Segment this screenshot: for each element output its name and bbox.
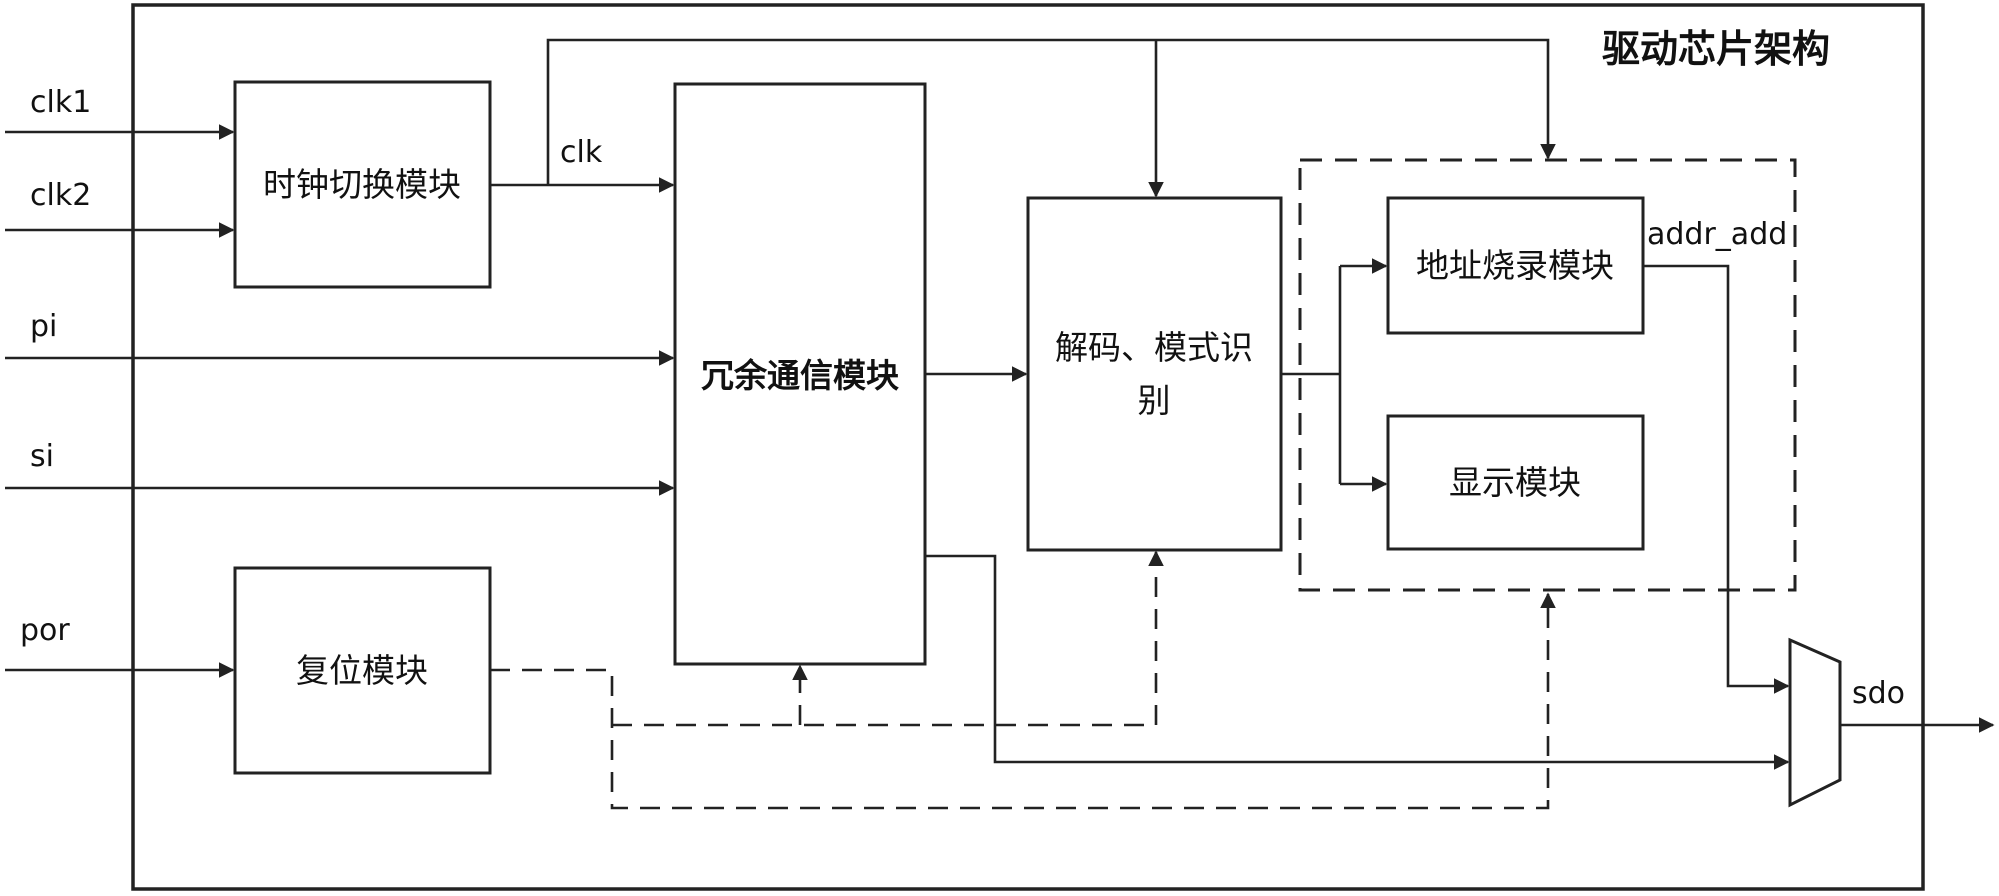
decode-block <box>1026 196 1283 552</box>
redundant-comm-block <box>673 82 927 666</box>
reset-label: 复位模块 <box>296 651 428 690</box>
diagram-title: 驱动芯片架构 <box>1602 27 1830 71</box>
decode-label-line2: 别 <box>1138 381 1171 420</box>
addr-add-label: addr_add <box>1647 217 1787 252</box>
pi-label: pi <box>30 309 57 344</box>
display-block <box>1386 414 1645 551</box>
addr-add-wire <box>1643 264 1790 694</box>
clk1-label: clk1 <box>30 85 91 120</box>
chip-frame <box>131 3 1925 891</box>
output-module-group <box>1298 158 1797 592</box>
clk2-label: clk2 <box>30 178 91 213</box>
sdo-label: sdo <box>1852 676 1905 711</box>
display-label: 显示模块 <box>1449 463 1581 502</box>
redundant-comm-label: 冗余通信模块 <box>701 356 899 395</box>
reset-to-decode-wire <box>612 550 1164 727</box>
clock-switch-label: 时钟切换模块 <box>263 165 461 204</box>
output-mux <box>1788 637 1842 808</box>
decode-label-line1: 解码、模式识 <box>1055 328 1253 367</box>
addr-burn-label: 地址烧录模块 <box>1416 246 1614 285</box>
clk-label: clk <box>560 135 603 170</box>
por-label: por <box>20 613 70 648</box>
addr-burn-block <box>1386 196 1645 335</box>
clock-switch-block <box>233 80 492 289</box>
reset-to-group-wire <box>490 592 1556 810</box>
si-label: si <box>30 439 54 474</box>
clk-to-group-wire <box>546 38 1556 185</box>
comm-to-mux-wire <box>925 554 1790 770</box>
